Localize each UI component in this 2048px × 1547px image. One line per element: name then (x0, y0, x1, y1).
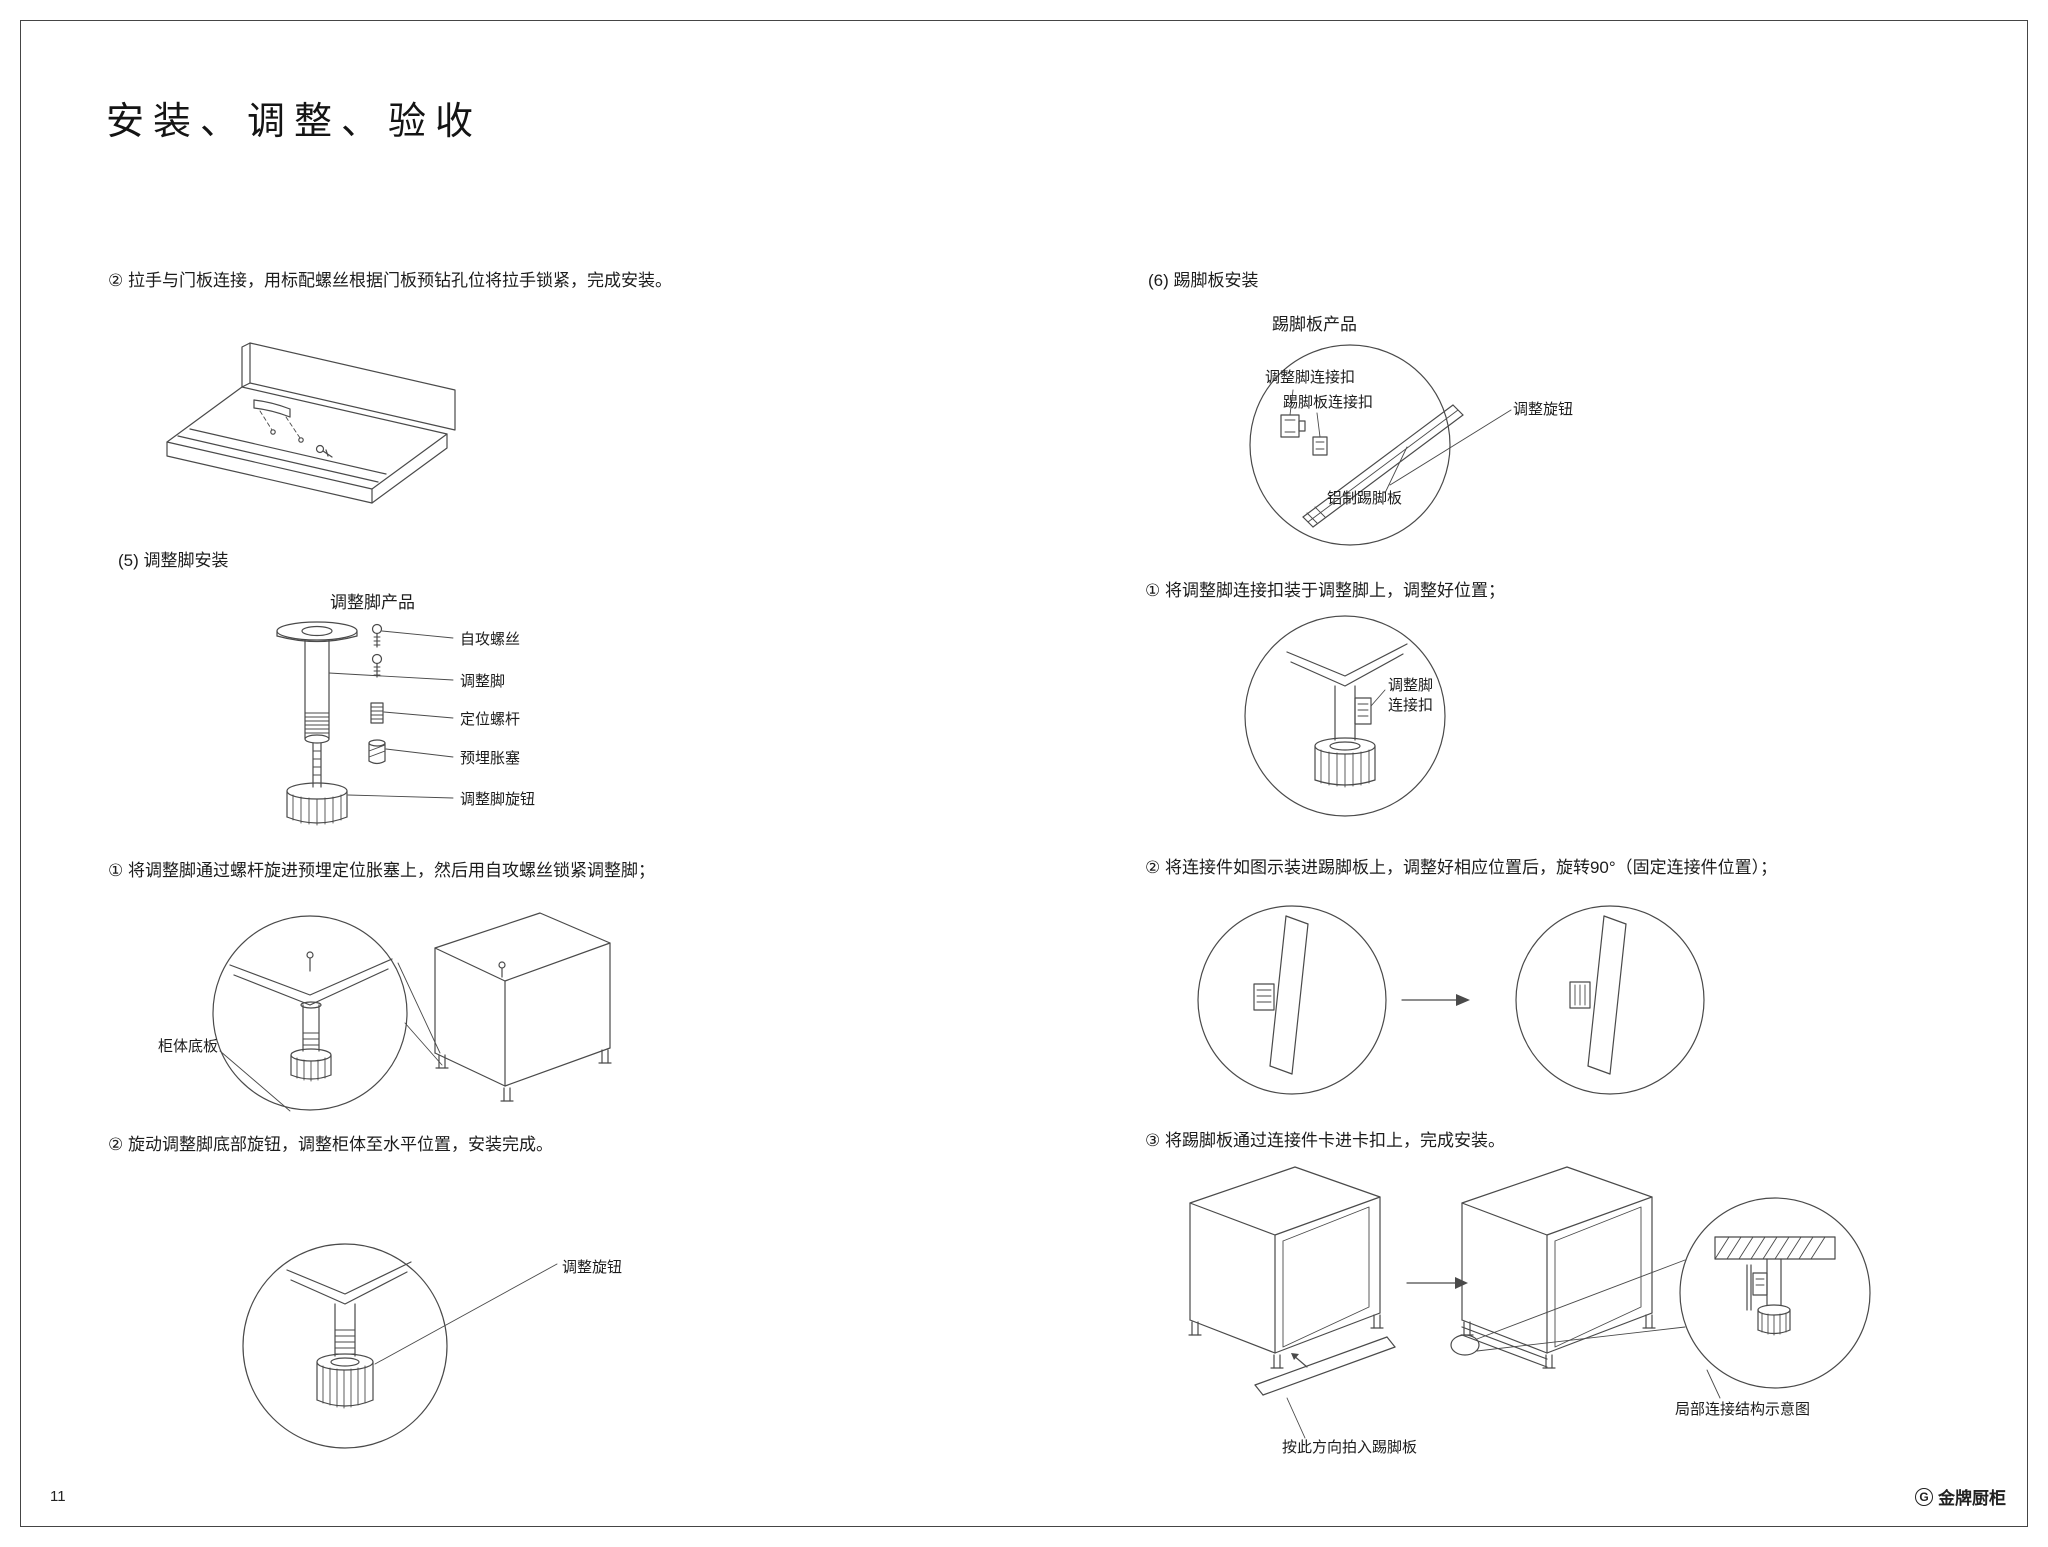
plate-clip-label: 踢脚板连接扣 (1283, 394, 1374, 411)
knob-adjust-diagram (242, 1243, 558, 1449)
foot-clip-label-line1: 调整脚 (1388, 677, 1434, 694)
brand-g-icon: G (1915, 1487, 1933, 1506)
brand-name: 金牌厨柜 (1938, 1489, 2006, 1508)
section6-title: (6) 踢脚板安装 (1148, 271, 1259, 290)
bottom-board-label: 柜体底板 (158, 1038, 219, 1055)
alu-plate-label: 铝制踢脚板 (1327, 490, 1403, 507)
kick-product-caption: 踢脚板产品 (1272, 315, 1357, 334)
kickplate-install-diagram (1188, 1166, 1871, 1439)
page-border (20, 20, 2028, 1527)
kick-step1-text: ① 将调整脚连接扣装于调整脚上，调整好位置； (1145, 581, 1505, 600)
part-label-knob: 调整脚旋钮 (460, 791, 536, 808)
part-label-stud: 定位螺杆 (460, 711, 521, 728)
foot-product-caption: 调整脚产品 (330, 593, 415, 612)
section5-title: (5) 调整脚安装 (118, 551, 229, 570)
foot-clip-label: 调整脚连接扣 (1265, 369, 1356, 386)
foot-step1-text: ① 将调整脚通过螺杆旋进预埋定位胀塞上，然后用自攻螺丝锁紧调整脚； (108, 861, 655, 880)
insert-direction-label: 按此方向拍入踢脚板 (1282, 1439, 1418, 1456)
kick-knob-label: 调整旋钮 (1513, 401, 1574, 418)
detail-structure-label: 局部连接结构示意图 (1675, 1401, 1811, 1418)
foot-clip-label-line2: 连接扣 (1388, 697, 1434, 714)
page-title: 安装、调整、验收 (106, 101, 483, 143)
foot-step2-text: ② 旋动调整脚底部旋钮，调整柜体至水平位置，安装完成。 (108, 1135, 553, 1154)
handle-step-text: ② 拉手与门板连接，用标配螺丝根据门板预钻孔位将拉手锁紧，完成安装。 (108, 271, 672, 290)
part-label-foot: 调整脚 (460, 673, 506, 690)
kick-step3-text: ③ 将踢脚板通过连接件卡进卡扣上，完成安装。 (1145, 1131, 1505, 1150)
kick-step2-text: ② 将连接件如图示装进踢脚板上，调整好相应位置后，旋转90°（固定连接件位置）； (1145, 858, 1778, 877)
connector-rotate-diagram (1197, 905, 1705, 1095)
part-label-screw: 自攻螺丝 (460, 631, 521, 648)
foot-clip-install-diagram (1244, 615, 1446, 817)
part-label-plug: 预埋胀塞 (460, 750, 521, 767)
kickplate-product-diagram (1249, 344, 1512, 546)
foot-install-diagram (212, 912, 612, 1112)
page-number: 11 (50, 1488, 66, 1505)
drawer-handle-diagram (166, 342, 456, 504)
adjustable-foot-exploded-diagram (276, 621, 454, 826)
adjust-knob-label: 调整旋钮 (562, 1259, 623, 1276)
brand-logo: G 金牌厨柜 (1915, 1484, 2006, 1509)
